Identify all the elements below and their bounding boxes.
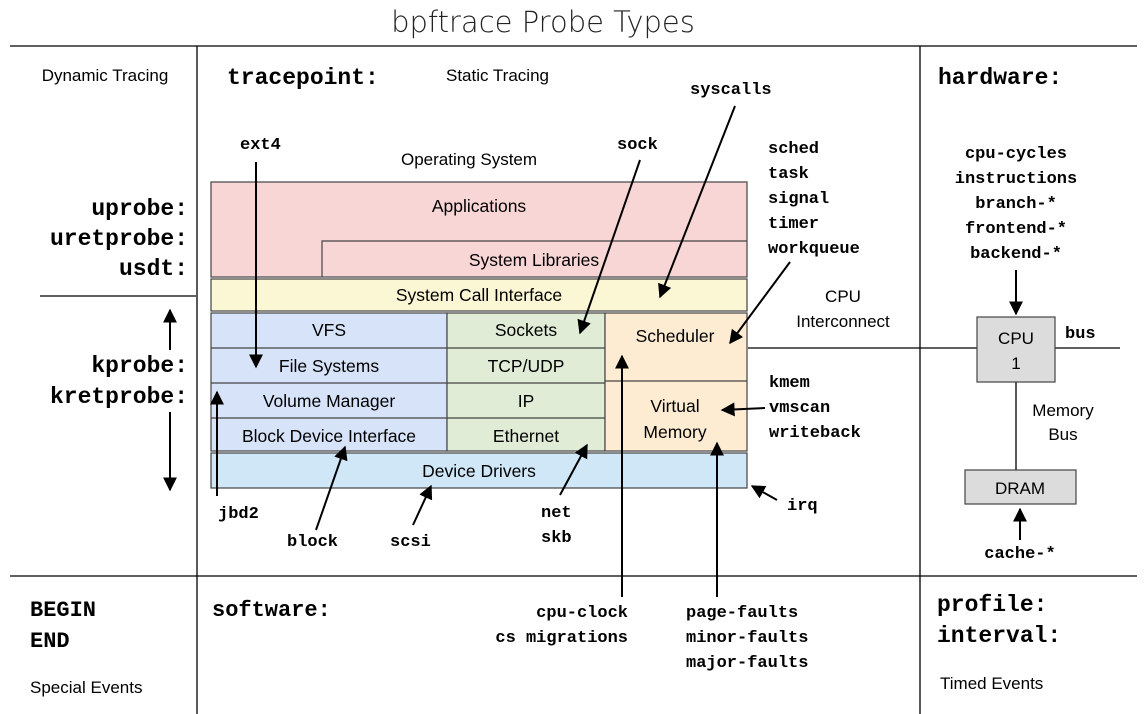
- software-label: software:: [212, 598, 331, 623]
- scheduler-label: Scheduler: [636, 326, 715, 346]
- uprobe-label: uprobe:: [91, 196, 188, 222]
- hw-events-list: cpu-cycles instructions branch-* fronten…: [955, 145, 1077, 264]
- ip-label: IP: [518, 391, 535, 411]
- block-arrow: [315, 445, 348, 531]
- system-call-interface-label: System Call Interface: [396, 285, 562, 305]
- kretprobe-label: kretprobe:: [50, 384, 188, 410]
- cpu-clock-label: cpu-clock: [536, 604, 628, 623]
- skb-label: skb: [541, 529, 572, 548]
- applications-box: [210, 181, 748, 278]
- task-item: task: [768, 165, 809, 184]
- memory-label: Memory: [643, 422, 706, 442]
- cpu-interconnect-label-2: Interconnect: [796, 312, 890, 331]
- signal-item: signal: [768, 190, 829, 209]
- file-systems-label: File Systems: [279, 356, 379, 376]
- scsi-arrow: [412, 484, 433, 526]
- cs-migrations-label: cs migrations: [495, 629, 628, 648]
- workqueue-item: workqueue: [768, 240, 860, 259]
- special-events-label: Special Events: [30, 678, 142, 697]
- ext4-label: ext4: [240, 136, 281, 155]
- grid-lines: [10, 45, 1137, 714]
- usdt-label: usdt:: [119, 256, 188, 282]
- hardware-label: hardware:: [938, 65, 1062, 91]
- applications-label: Applications: [432, 196, 527, 216]
- kmem-item: kmem: [769, 374, 810, 393]
- dynamic-tracing-label: Dynamic Tracing: [42, 66, 169, 85]
- irq-arrow: [750, 485, 778, 501]
- profile-label: profile:: [937, 592, 1047, 618]
- center-arrows: [210, 105, 791, 597]
- os-stack: [210, 181, 748, 489]
- interval-label: interval:: [937, 623, 1061, 649]
- faults-list: page-faults minor-faults major-faults: [686, 604, 808, 673]
- timer-item: timer: [768, 215, 819, 234]
- major-faults-item: major-faults: [686, 654, 808, 673]
- sock-arrow: [577, 159, 641, 335]
- cpu-box-label: CPU: [998, 329, 1034, 348]
- vmscan-item: vmscan: [769, 399, 830, 418]
- backend-item: backend-*: [970, 245, 1062, 264]
- vm-arrow: [720, 402, 766, 417]
- system-call-interface-box: [210, 278, 748, 312]
- sched-arrow: [729, 261, 791, 345]
- dram-label: DRAM: [995, 479, 1045, 498]
- cpu-cycles-item: cpu-cycles: [965, 145, 1067, 164]
- device-drivers-label: Device Drivers: [422, 461, 536, 481]
- memory-bus-label-2: Bus: [1048, 425, 1077, 444]
- net-arrow: [559, 443, 588, 496]
- cpu-interconnect-label-1: CPU: [825, 287, 861, 306]
- net-label: net: [541, 504, 572, 523]
- vfs-label: VFS: [312, 320, 346, 340]
- sched-list: sched task signal timer workqueue: [768, 140, 860, 259]
- system-libraries-outline: [321, 240, 747, 277]
- vm-list: kmem vmscan writeback: [769, 374, 861, 443]
- irq-label: irq: [787, 497, 818, 516]
- branch-item: branch-*: [975, 195, 1057, 214]
- uretprobe-label: uretprobe:: [50, 226, 188, 252]
- diagram-title: bpftrace Probe Types: [391, 5, 695, 39]
- sockets-label: Sockets: [495, 320, 557, 340]
- frontend-item: frontend-*: [965, 220, 1067, 239]
- storage-stack-box: [210, 312, 448, 452]
- timed-events-label: Timed Events: [940, 674, 1043, 693]
- kprobe-label: kprobe:: [91, 353, 188, 379]
- cpu-number-label: 1: [1011, 354, 1020, 373]
- sched-vm-box: [604, 312, 748, 452]
- page-faults-item: page-faults: [686, 604, 798, 623]
- operating-system-label: Operating System: [401, 150, 537, 169]
- scsi-label: scsi: [390, 533, 431, 552]
- block-device-interface-label: Block Device Interface: [242, 426, 416, 446]
- sock-label: sock: [617, 136, 658, 155]
- minor-faults-item: minor-faults: [686, 629, 808, 648]
- volume-manager-label: Volume Manager: [263, 391, 395, 411]
- static-tracing-label: Static Tracing: [446, 66, 549, 85]
- syscalls-arrow: [658, 105, 736, 299]
- dram-box: [964, 469, 1077, 505]
- os-layer-labels: Applications System Libraries System Cal…: [242, 196, 715, 481]
- tcp-udp-label: TCP/UDP: [488, 356, 565, 376]
- block-label: block: [287, 533, 338, 552]
- instructions-item: instructions: [955, 170, 1077, 189]
- cache-label: cache-*: [984, 545, 1055, 564]
- begin-label: BEGIN: [30, 598, 96, 623]
- bus-label: bus: [1065, 325, 1096, 344]
- end-label: END: [30, 629, 70, 654]
- writeback-item: writeback: [769, 424, 861, 443]
- cpu-box: [976, 316, 1056, 383]
- tracepoint-label: tracepoint:: [227, 65, 379, 91]
- memory-bus-label-1: Memory: [1032, 401, 1094, 420]
- system-libraries-label: System Libraries: [469, 250, 600, 270]
- ethernet-label: Ethernet: [493, 426, 559, 446]
- syscalls-label: syscalls: [690, 81, 772, 100]
- jbd2-label: jbd2: [218, 505, 259, 524]
- device-drivers-box: [210, 452, 748, 489]
- virtual-label: Virtual: [650, 396, 699, 416]
- sched-item: sched: [768, 140, 819, 159]
